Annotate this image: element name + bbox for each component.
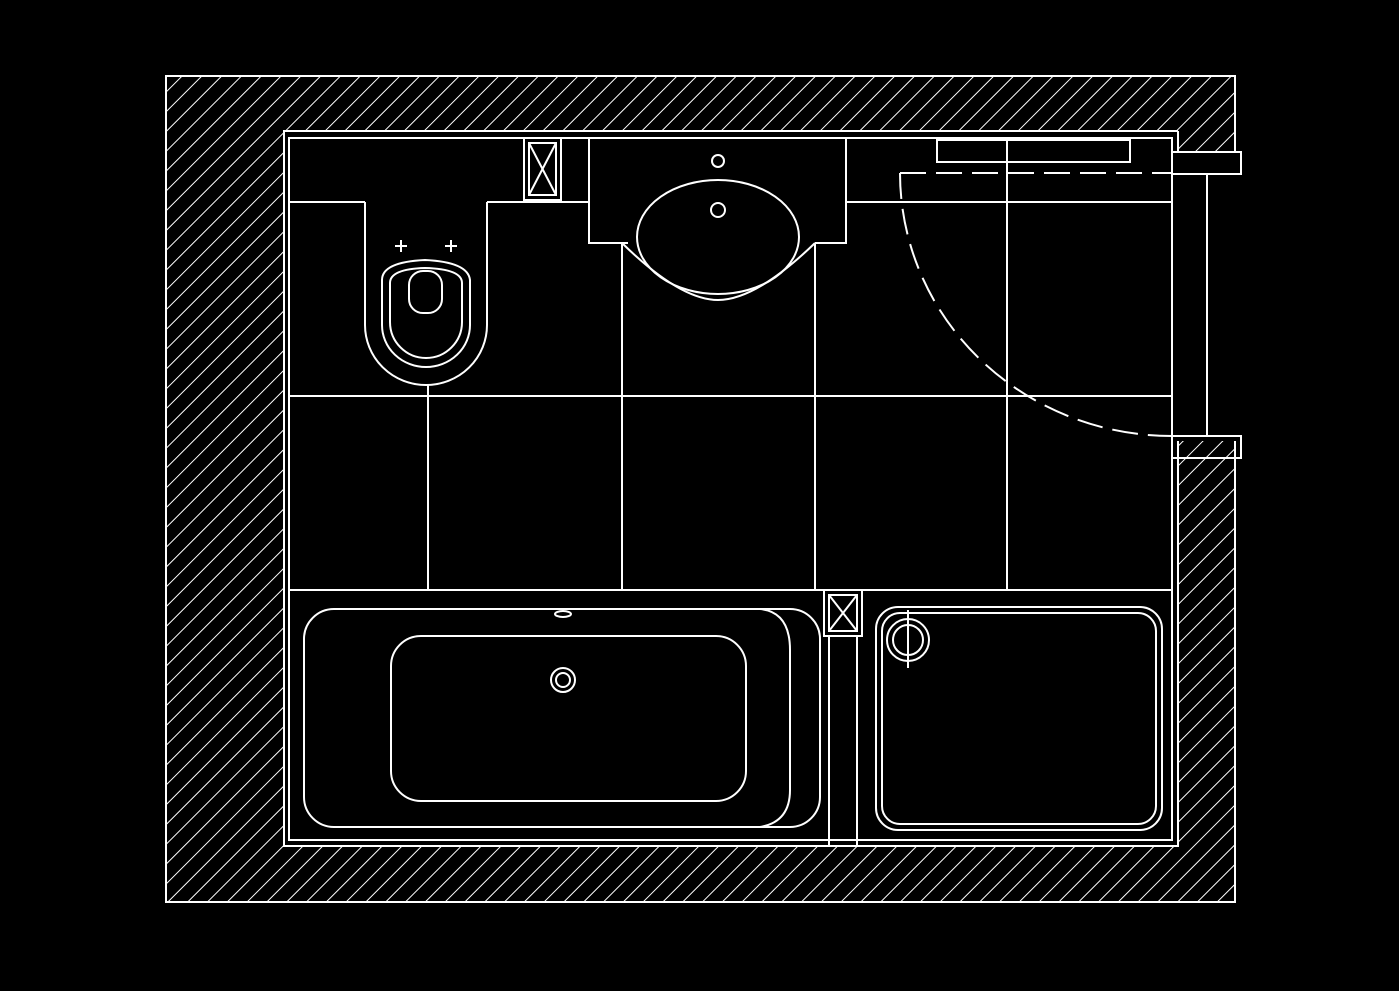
shower-tray-icon [875,606,1163,831]
valve-box-bottom [823,589,863,846]
door-swing-icon [899,139,1173,437]
bathtub-icon [303,608,821,828]
sink-icon [588,138,847,302]
tile-grid [289,138,1172,591]
wall-hatch [165,75,1236,903]
valve-box-top [523,137,562,201]
door-jambs [1172,151,1242,459]
toilet-icon [364,202,488,386]
